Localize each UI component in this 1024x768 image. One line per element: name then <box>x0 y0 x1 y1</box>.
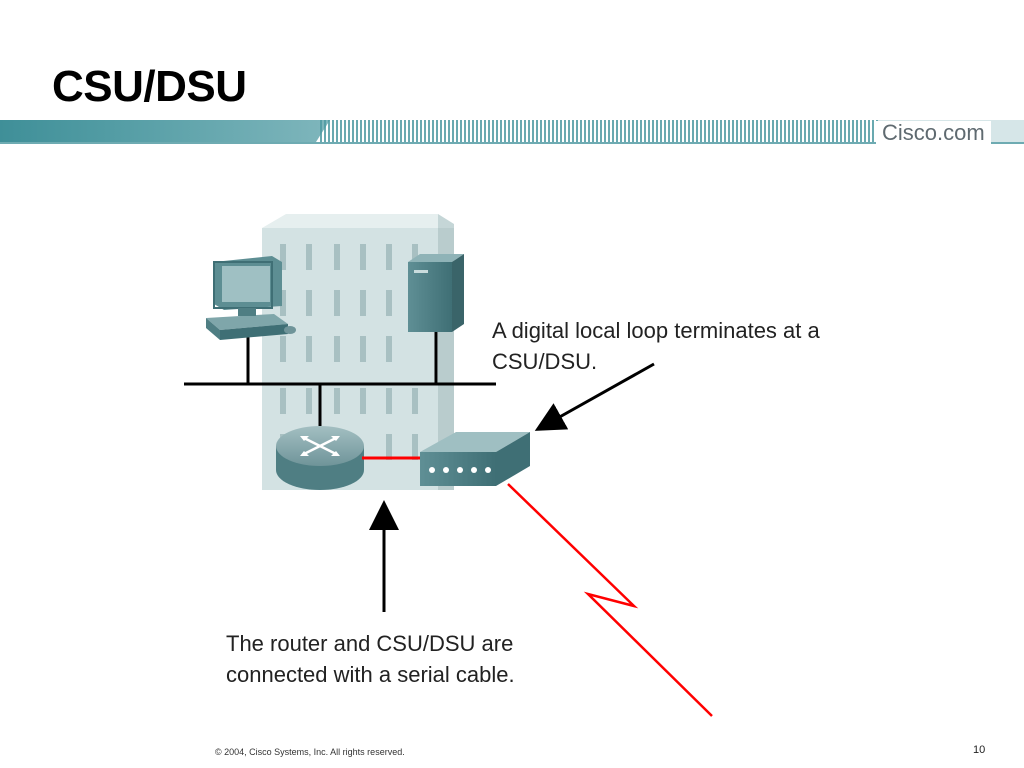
csu-dsu-icon <box>420 432 530 486</box>
callout-serial-cable-line1: The router and CSU/DSU are <box>226 631 514 656</box>
server-icon <box>408 254 464 332</box>
router-icon <box>276 426 364 490</box>
callout-serial-cable: The router and CSU/DSU are connected wit… <box>226 628 515 690</box>
header-band <box>0 120 1024 144</box>
callout-serial-cable-line2: connected with a serial cable. <box>226 662 515 687</box>
page-number: 10 <box>973 744 986 756</box>
callout-local-loop: A digital local loop terminates at a CSU… <box>492 315 820 377</box>
cisco-brand-logo: Cisco.com <box>876 121 991 145</box>
footer-copyright: © 2004, Cisco Systems, Inc. All rights r… <box>215 747 405 757</box>
lan-segment <box>184 332 496 426</box>
callout-local-loop-line2: CSU/DSU. <box>492 349 598 374</box>
arrow-to-csu-dsu <box>534 362 655 431</box>
workstation-icon <box>206 256 296 340</box>
slide-title: CSU/DSU <box>52 62 247 111</box>
callout-local-loop-line1: A digital local loop terminates at a <box>492 318 820 343</box>
digital-local-loop <box>507 483 713 717</box>
